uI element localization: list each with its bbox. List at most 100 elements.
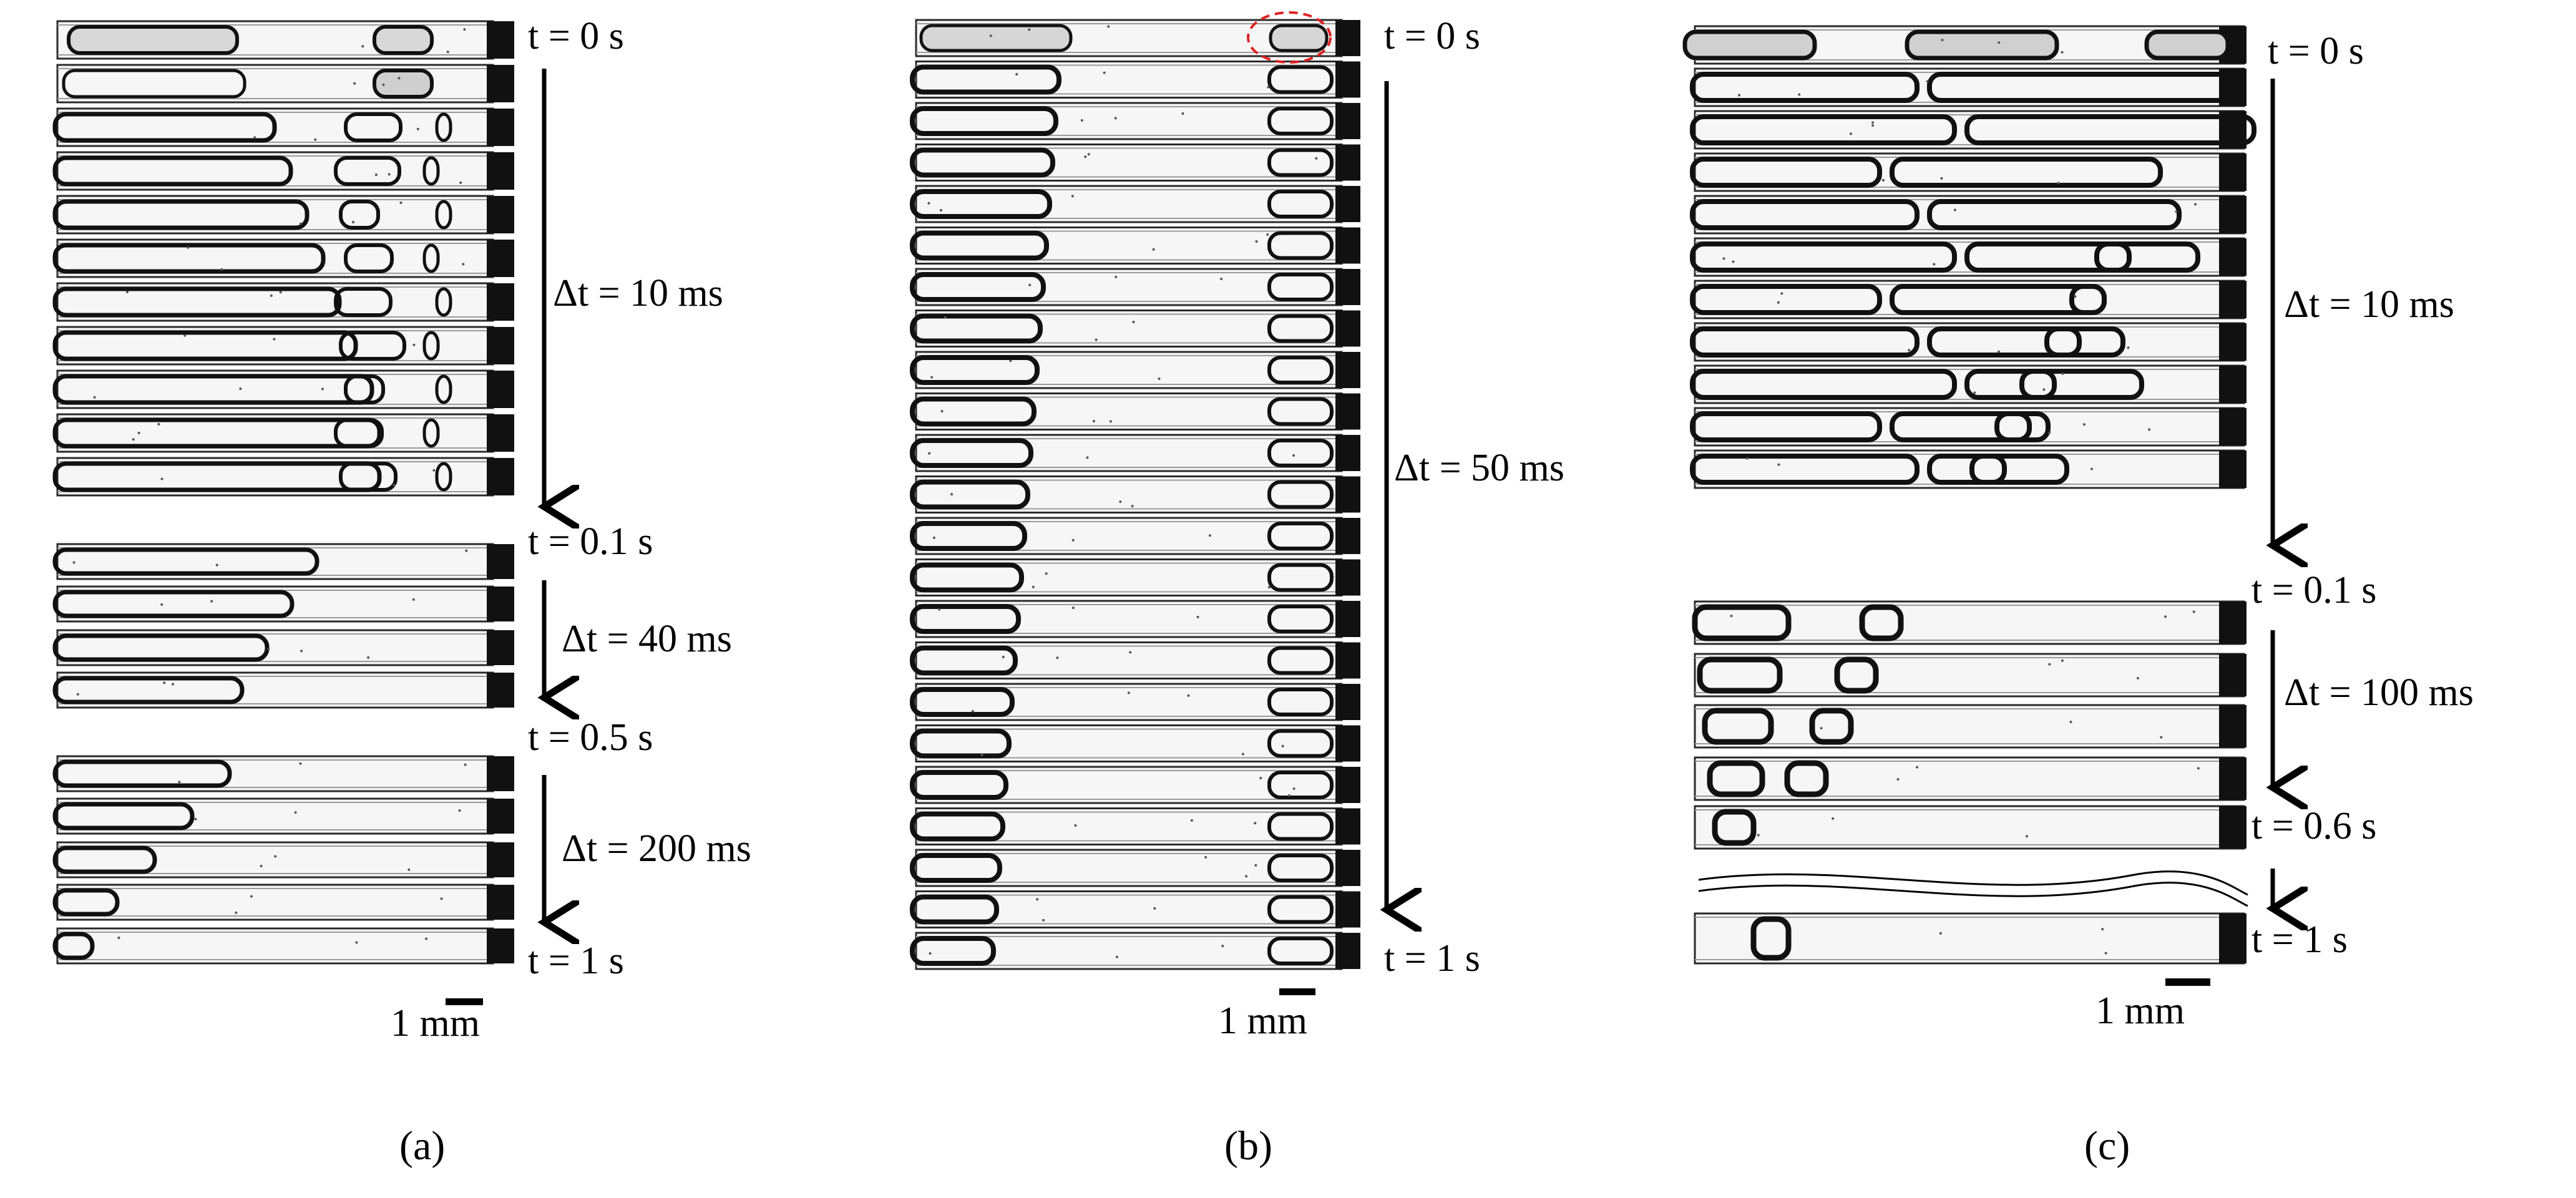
- panel-b-frame: [910, 351, 1360, 389]
- panel-b-droplet: [1267, 107, 1334, 135]
- panel-b-droplet: [1267, 895, 1334, 924]
- panel-b-droplet: [910, 645, 1018, 676]
- panel-c-droplet: [1682, 29, 1817, 61]
- panel-a-time-3: t = 1 s: [528, 940, 624, 982]
- panel-c-droplet: [1964, 369, 2144, 400]
- panel-a-droplet: [334, 287, 393, 317]
- panel-a-droplet: [52, 845, 157, 874]
- panel-a-frame: [52, 543, 514, 580]
- panel-b-frame: [910, 849, 1360, 887]
- panel-b-droplet: [1267, 65, 1334, 94]
- panel-a-droplet: [62, 69, 246, 99]
- panel-b-droplet: [910, 189, 1052, 219]
- panel-c-droplet: [1750, 916, 1792, 961]
- panel-c-frame: [1690, 407, 2247, 447]
- panel-b-frame: [910, 226, 1360, 265]
- panel-a-label: (a): [399, 1123, 445, 1169]
- panel-a-droplet: [67, 25, 239, 55]
- panel-a-droplet: [52, 374, 374, 405]
- panel-a-droplet: [52, 417, 382, 449]
- panel-b-frame: [910, 890, 1360, 928]
- panel-a-droplet: [334, 156, 401, 186]
- panel-c-frame: [1690, 152, 2247, 192]
- panel-c-droplet: [2144, 29, 2230, 61]
- panel-c-frame: [1690, 364, 2247, 404]
- panel-b-droplet: [1267, 646, 1334, 675]
- panel-b-frame: [910, 475, 1360, 514]
- panel-b-frame: [910, 185, 1360, 223]
- panel-b-droplet: [910, 396, 1037, 427]
- panel-a-frame: [52, 282, 514, 322]
- panel-b-frame: [910, 517, 1360, 555]
- panel-a-droplet: [334, 418, 384, 448]
- panel-c-droplet: [1834, 656, 1879, 694]
- panel-a-droplet: [339, 462, 398, 492]
- panel-a-droplet: [435, 462, 452, 492]
- panel-b-image-strip: [910, 19, 1360, 970]
- panel-b-frame: [910, 641, 1360, 679]
- panel-a-droplet: [373, 25, 434, 55]
- panel-c-frame: [1694, 756, 2247, 801]
- panel-c-droplet: [1969, 454, 2007, 485]
- panel-c-time-2: t = 0.6 s: [2252, 805, 2376, 847]
- panel-b-droplet: [910, 230, 1049, 261]
- panel-b-frame: [910, 309, 1360, 348]
- panel-b: t = 0 s Δt = 50 ms t = 1 s 1 mm (b): [910, 11, 1564, 1169]
- panel-b-interval: Δt = 50 ms: [1394, 447, 1564, 489]
- panel-b-droplet: [910, 811, 1005, 842]
- panel-c-image-strip: [1682, 25, 2256, 965]
- panel-b-droplet: [910, 770, 1008, 800]
- panel-c-scale-bar: [2165, 978, 2210, 986]
- panel-a-frame: [56, 20, 514, 60]
- panel-a-scale-bar: [446, 998, 483, 1005]
- panel-a-droplet: [52, 243, 326, 274]
- panel-a-droplet: [422, 243, 440, 273]
- panel-c-label: (c): [2084, 1123, 2130, 1169]
- panel-b-droplet: [1267, 854, 1334, 882]
- panel-c-droplet: [1690, 114, 1957, 145]
- panel-c-droplet: [2069, 284, 2107, 315]
- panel-b-frame: [910, 102, 1360, 140]
- panel-a-droplet: [344, 112, 402, 142]
- panel-c-droplet: [1859, 604, 1904, 641]
- panel-c-droplet: [1994, 411, 2032, 442]
- panel-c-frame: [1690, 67, 2247, 107]
- panel-b-droplet: [910, 272, 1046, 302]
- panel-c-droplet: [1964, 241, 2200, 273]
- panel-a-time-1: t = 0.1 s: [528, 520, 653, 563]
- panel-c-droplet: [1712, 809, 1757, 846]
- panel-c-time-1: t = 0.1 s: [2252, 569, 2376, 611]
- panel-c-frame: [1694, 704, 2247, 749]
- panel-a-interval-3: Δt = 200 ms: [562, 827, 751, 870]
- panel-a-frame: [52, 457, 514, 497]
- panel-b-frame: [910, 683, 1360, 721]
- panel-b-droplet: [1267, 812, 1334, 841]
- panel-a-frame: [52, 755, 514, 792]
- panel-c-frame: [1690, 280, 2247, 319]
- panel-b-droplet: [1267, 439, 1334, 467]
- panel-c-interval-2: Δt = 100 ms: [2284, 671, 2474, 714]
- panel-c-droplet: [1690, 326, 1920, 358]
- panel-c-droplet: [1690, 72, 1920, 103]
- panel-a-frame: [52, 238, 514, 278]
- panel-a-frame: [52, 107, 514, 147]
- panel-b-droplet: [910, 853, 1002, 883]
- panel-b-frame: [910, 766, 1360, 804]
- panel-b-droplet: [910, 521, 1027, 551]
- panel-c-break-line-2: [1698, 882, 2248, 907]
- panel-b-frame: [910, 558, 1360, 597]
- panel-b-droplet: [1267, 273, 1334, 301]
- panel-a-droplet: [422, 418, 440, 448]
- panel-a-frame: [52, 927, 514, 965]
- panel-c-droplet: [1890, 411, 2051, 442]
- panel-c-droplet: [1890, 157, 2163, 188]
- panel-c-frame: [1690, 110, 2256, 150]
- panel-b-frame: [910, 61, 1360, 99]
- panel-c-droplet: [1692, 604, 1792, 641]
- panel-a-scale-label: 1 mm: [391, 1002, 480, 1045]
- panel-b-droplet: [1269, 24, 1329, 52]
- panel-a-droplet: [52, 112, 277, 143]
- panel-a-interval-2: Δt = 40 ms: [562, 618, 732, 660]
- panel-b-label: (b): [1224, 1123, 1272, 1169]
- panel-c-scale-label: 1 mm: [2095, 990, 2185, 1032]
